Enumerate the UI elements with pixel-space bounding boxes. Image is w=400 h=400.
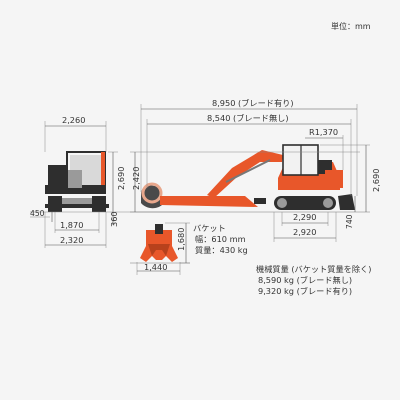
overall-width-label: 2,320 (60, 235, 83, 245)
boom-cylinder (225, 159, 271, 183)
bucket-spec-mass: 質量：430 kg (195, 245, 248, 255)
shoe-height-label: 740 (345, 214, 354, 229)
rear-blade (338, 194, 355, 210)
front-width-label: 2,260 (62, 115, 85, 125)
bucket-on-ground (141, 185, 162, 209)
cab-pillar (101, 152, 105, 192)
center-frame (62, 198, 92, 205)
upper-frame (45, 185, 106, 194)
ground-clearance-label: 360 (109, 211, 119, 227)
counterweight (325, 170, 343, 188)
front-dimensions (30, 121, 180, 248)
arm (160, 196, 258, 207)
bucket-spec-title: バケット (193, 223, 226, 233)
bucket-open-width-label: 1,440 (144, 262, 167, 272)
machine-mass-with-blade: 9,320 kg (ブレード有り) (258, 286, 352, 296)
bucket-height-label: 1,680 (176, 228, 186, 251)
track-length-label: 2,920 (293, 227, 316, 237)
side-view (130, 144, 370, 213)
length-with-blade-label: 8,950 (ブレード有り) (212, 98, 294, 108)
upper-body-left (48, 165, 68, 187)
machine-mass-without-blade: 8,590 kg (ブレード無し) (258, 275, 352, 285)
tail-radius-label: R1,370 (309, 127, 338, 137)
bucket-ring (141, 182, 163, 204)
side-dimensions (130, 104, 370, 242)
front-height-label: 2,690 (116, 167, 126, 190)
front-view (45, 151, 109, 212)
blade-drop-label: 450 (30, 209, 45, 218)
length-without-blade-label: 8,540 (ブレード無し) (207, 113, 289, 123)
bucket-detail (130, 222, 190, 275)
boom (207, 150, 283, 198)
tumbler-distance-label: 2,290 (293, 212, 316, 222)
unit-label: 単位：mm (331, 22, 371, 31)
operator-seat (68, 170, 82, 188)
machine-mass-title: 機械質量 (バケット質量を除く) (256, 264, 371, 274)
front-blade (45, 204, 109, 208)
boom-height-label: 2,420 (131, 167, 141, 190)
track-center-label: 1,870 (60, 220, 83, 230)
bucket-spec-width: 幅：610 mm (195, 234, 246, 244)
side-track (274, 196, 336, 210)
side-height-label: 2,690 (371, 169, 381, 192)
